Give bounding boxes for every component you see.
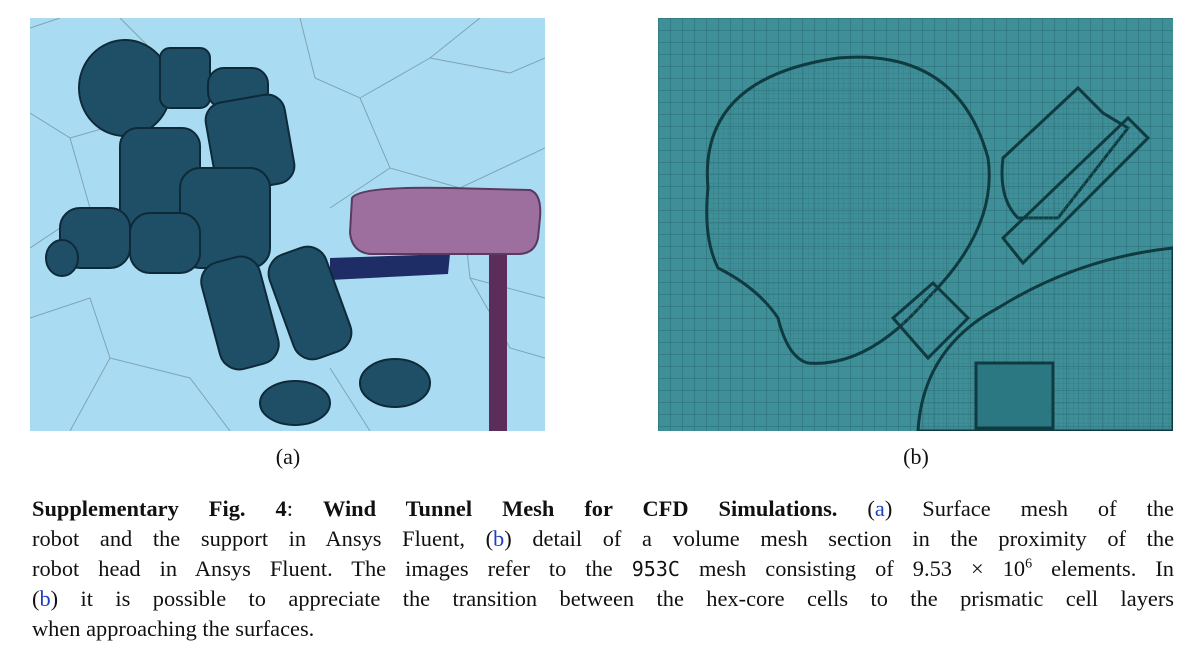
surface-mesh-drawing	[30, 18, 545, 431]
caption-line-5: when approaching the surfaces.	[32, 616, 315, 641]
volume-mesh-drawing	[658, 18, 1173, 431]
support-post	[489, 243, 507, 431]
surface-mesh-image	[30, 18, 545, 431]
caption-prefix: Supplementary Fig. 4	[32, 496, 287, 521]
neck-section	[890, 280, 971, 361]
caption-line-3: robot head in Ansys Fluent. The images r…	[32, 556, 1175, 581]
ref-link-a[interactable]: a	[874, 496, 885, 521]
mesh-name: 953C	[631, 557, 680, 581]
component-section-2	[1000, 115, 1151, 266]
caption-title: Wind Tunnel Mesh for CFD Simulations.	[322, 496, 838, 521]
robot-model	[45, 39, 431, 426]
support-arm	[330, 254, 450, 280]
figure-caption: Supplementary Fig. 4: Wind Tunnel Mesh f…	[32, 494, 1174, 644]
subfigure-label-a: (a)	[275, 444, 301, 469]
ref-link-b[interactable]: b	[493, 526, 505, 551]
component-section-1	[1000, 85, 1131, 220]
caption-line-2: robot and the support in Ansys Fluent, (…	[32, 526, 1175, 551]
exponent: 6	[1025, 556, 1033, 572]
volume-mesh-image	[658, 18, 1173, 431]
caption-line-1: Supplementary Fig. 4: Wind Tunnel Mesh f…	[32, 496, 1174, 521]
ref-link-b-2[interactable]: b	[39, 586, 51, 611]
support-pad	[348, 186, 542, 255]
body-cavity	[974, 361, 1055, 430]
subfigure-label-b: (b)	[903, 444, 929, 469]
caption-line-4: (b) it is possible to appreciate the tra…	[32, 586, 1174, 611]
